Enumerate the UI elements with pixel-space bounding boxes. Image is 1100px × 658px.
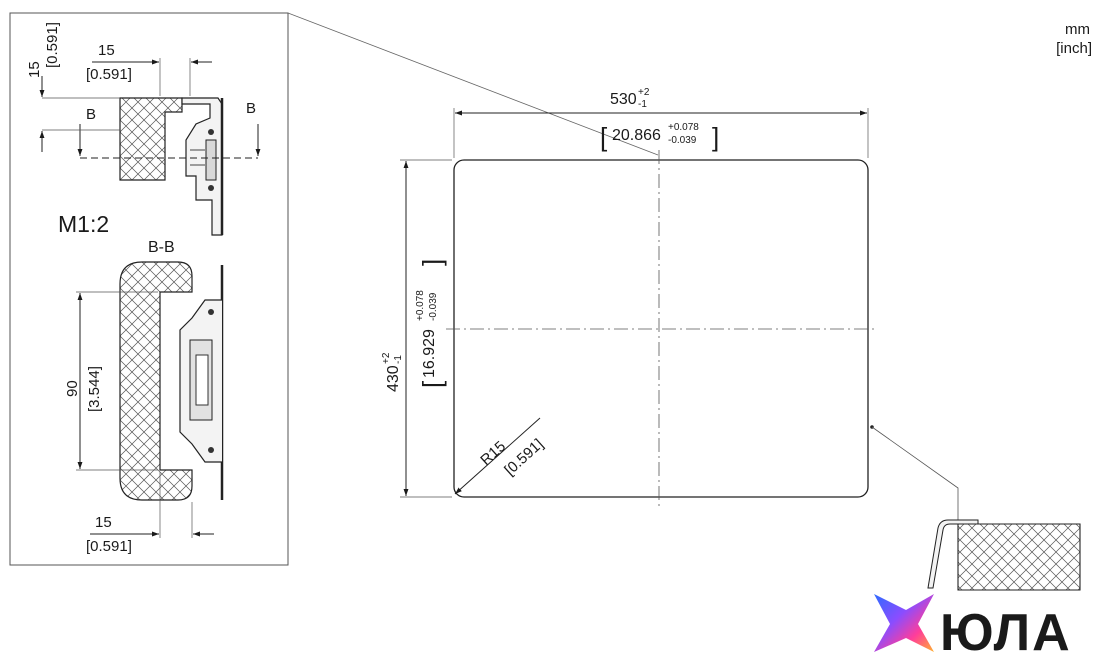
height-bracket-close: ] — [417, 259, 447, 266]
brand-logo: ЮЛА — [874, 594, 1072, 658]
units-primary: mm — [1065, 21, 1090, 38]
edge-detail-leader — [871, 426, 959, 524]
connector-inner-bb — [195, 354, 209, 406]
screw-head-bb-2 — [208, 447, 214, 453]
lower-detail: 90 [3.544] 15 [0.591] — [64, 261, 224, 555]
cutout-outline — [453, 159, 869, 498]
dim-bottom-in: [0.591] — [86, 538, 132, 555]
radius-in: [0.591] — [501, 436, 546, 479]
section-marker-left: B — [86, 106, 96, 123]
dim-top-horizontal-in: [0.591] — [86, 66, 132, 83]
width-tol-mm-plus: +2 — [638, 87, 650, 98]
panel-cutout: 530 +2 -1 [ 20.866 +0.078 -0.039 ] 430 +… — [381, 87, 876, 510]
upper-detail: B B 15 [0.591] 15 [0.591] — [26, 22, 261, 236]
height-mm: 430 — [385, 365, 402, 392]
screw-head-top-2 — [208, 185, 214, 191]
width-tol-mm-minus: -1 — [638, 99, 647, 110]
width-tol-in-plus: +0.078 — [668, 122, 699, 133]
width-mm: 530 — [610, 91, 637, 108]
screw-head-top-1 — [208, 129, 214, 135]
section-marker-right: B — [246, 100, 256, 117]
dim-height-mm: 90 — [64, 380, 81, 397]
gasket-section-bb — [119, 261, 193, 501]
brand-logo-text: ЮЛА — [940, 604, 1072, 653]
dim-top-horizontal-mm: 15 — [98, 42, 115, 59]
edge-detail — [870, 425, 1081, 591]
edge-detail-panel-lip — [927, 519, 979, 589]
screw-head-bb-1 — [208, 309, 214, 315]
height-tol-mm-minus: -1 — [393, 355, 404, 364]
height-in: 16.929 — [421, 329, 438, 378]
height-tol-mm-plus: +2 — [381, 352, 392, 364]
width-bracket-open: [ — [600, 122, 608, 152]
detail-leader-line — [287, 12, 659, 156]
dim-top-vertical-in: [0.591] — [44, 22, 61, 68]
detail-scale-label: M1:2 — [58, 211, 109, 237]
dim-bottom-mm: 15 — [95, 514, 112, 531]
dim-top-vertical-mm: 15 — [26, 61, 43, 78]
brand-logo-mark — [874, 594, 934, 652]
radius-leader — [454, 417, 541, 495]
width-tol-in-minus: -0.039 — [668, 135, 697, 146]
height-tol-in-plus: +0.078 — [415, 290, 426, 321]
gasket-top-section — [119, 97, 183, 181]
units-secondary: [inch] — [1056, 40, 1092, 57]
dim-height-in: [3.544] — [86, 366, 103, 412]
section-title: B-B — [148, 239, 175, 256]
height-bracket-open: [ — [417, 380, 447, 388]
detail-frame — [9, 12, 289, 566]
fastener-top — [205, 139, 217, 181]
height-tol-in-minus: -0.039 — [428, 292, 439, 321]
width-bracket-close: ] — [712, 122, 719, 152]
edge-detail-gasket — [957, 523, 1081, 591]
width-in: 20.866 — [612, 127, 661, 144]
